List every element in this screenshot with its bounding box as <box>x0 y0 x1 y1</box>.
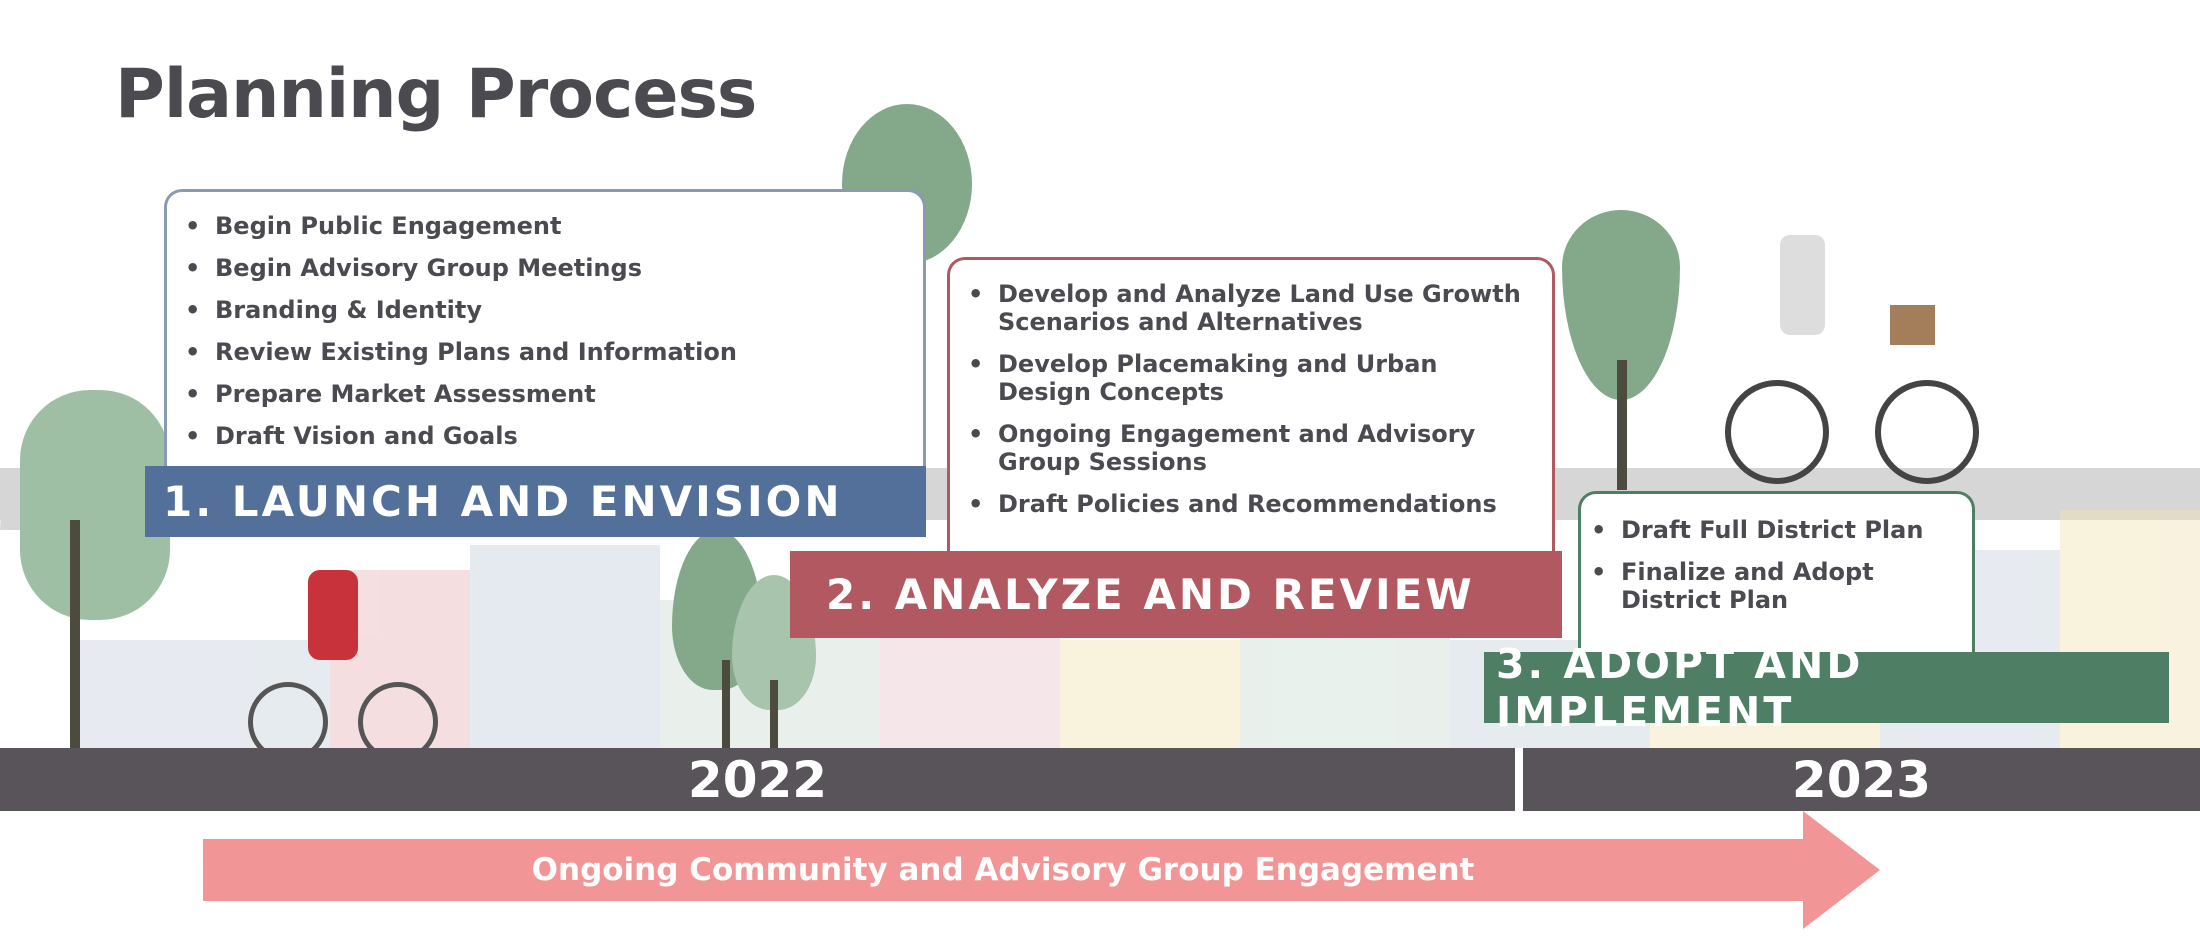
timeline-2022: 2022 <box>0 748 1515 811</box>
phase-1-banner: 1. LAUNCH AND ENVISION <box>145 466 926 537</box>
phase-3-banner: 3. ADOPT AND IMPLEMENT <box>1484 640 2169 736</box>
tree-trunk <box>722 660 730 750</box>
engagement-arrow <box>203 811 1880 929</box>
list-item: Prepare Market Assessment <box>185 373 923 415</box>
timeline-2023: 2023 <box>1523 748 2200 811</box>
tree-trunk <box>770 680 778 750</box>
cyclist-icon <box>248 570 438 762</box>
list-item: Finalize and Adopt District Plan <box>1591 558 1962 614</box>
phase-2-banner: 2. ANALYZE AND REVIEW <box>790 551 1562 638</box>
list-item: Review Existing Plans and Information <box>185 331 923 373</box>
phase-3-box: Draft Full District Plan Finalize and Ad… <box>1578 491 1975 654</box>
list-item: Develop Placemaking and Urban Design Con… <box>968 350 1538 406</box>
list-item: Begin Advisory Group Meetings <box>185 247 923 289</box>
page-title: Planning Process <box>115 55 757 134</box>
list-item: Branding & Identity <box>185 289 923 331</box>
tree-trunk <box>1617 360 1627 490</box>
list-item: Draft Vision and Goals <box>185 415 923 457</box>
list-item: Develop and Analyze Land Use Growth Scen… <box>968 280 1538 336</box>
list-item: Draft Policies and Recommendations <box>968 490 1538 518</box>
list-item: Begin Public Engagement <box>185 205 923 247</box>
list-item: Draft Full District Plan <box>1591 516 1962 544</box>
tree-trunk <box>70 520 80 750</box>
cyclist-icon <box>1725 235 1979 484</box>
arrow-label: Ongoing Community and Advisory Group Eng… <box>531 852 1475 888</box>
phase-2-box: Develop and Analyze Land Use Growth Scen… <box>947 257 1555 553</box>
arrow-shape <box>203 811 1880 929</box>
list-item: Ongoing Engagement and Advisory Group Se… <box>968 420 1538 476</box>
phase-1-box: Begin Public Engagement Begin Advisory G… <box>164 189 926 469</box>
